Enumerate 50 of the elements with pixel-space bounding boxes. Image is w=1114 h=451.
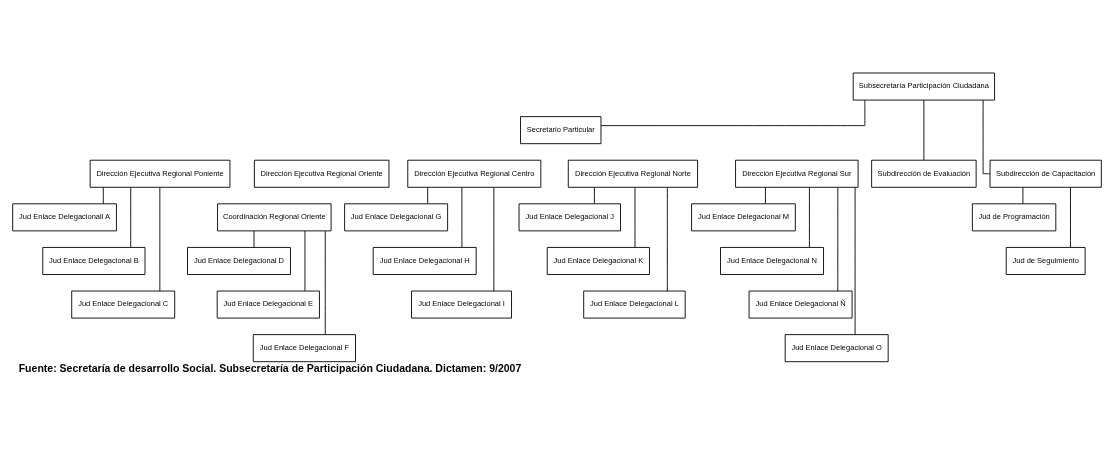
node-box: Jud Enlace Delegacional Ñ [748,290,853,319]
node-box: Dirección Ejecutiva Regional Poniente [89,159,231,188]
connector [808,186,810,248]
node-box: Dirección Ejecutiva Regional Sur [735,159,859,188]
connector [593,186,595,204]
connector [159,186,161,291]
node-box: Subdirección de Evaluación [871,159,977,188]
connector [304,230,306,291]
connector [493,186,495,291]
node-box: Jud Enlace Delegacional B [42,246,146,275]
caption: Fuente: Secretaría de desarrollo Social. Subsecretaría de Participación Ciudadana. Dictamen: 9/2007 [18,361,522,374]
node-box: Coordinación Regional Oriente [217,202,332,231]
connector [102,186,104,204]
connector [765,186,766,204]
node-box: Jud Enlace Delegacional I [411,290,512,319]
connector [324,230,326,335]
connector [634,186,636,248]
connector [253,229,255,248]
node-box: Jud de Seguimiento [1005,246,1086,275]
connector [427,186,429,204]
node-box: Jud Enlace Delegacionall A [12,202,117,231]
node-box: Jud Enlace Delegacional N [720,246,824,275]
node-box: Jud de Programación [971,202,1057,231]
node-box: Jud Enlace Delegacional C [71,290,176,319]
node-box: Dirección Ejecutiva Regional Norte [567,159,699,188]
node-box: Jud Enlace Delegacional L [583,290,686,319]
connector [461,186,463,248]
node-box: Jud Enlace Delegacional H [372,246,477,275]
connector [923,99,925,160]
connector [1070,186,1071,248]
connector [837,186,839,291]
connector [666,186,668,291]
node-box: Dirección Ejecutiva Regional Centro [407,159,542,188]
connector [1022,186,1024,204]
node-box: Jud Enlace Delegacional E [216,290,320,319]
node-box: Jud Enlace Delegacional O [784,333,889,362]
connector [600,99,866,126]
node-box: Jud Enlace Delegacional J [518,202,621,231]
node-box: Dirección Ejecutiva Regional Oriente [253,159,390,188]
connector [982,99,991,174]
node-box: Subsecretaría Participación Ciudadana [852,72,995,100]
node-box: Jud Enlace Delegacional K [546,246,650,275]
node-box: Jud Enlace Delegacional G [344,202,449,231]
node-box: Jud Enlace Delegacional F [252,333,356,362]
node-box: Jud Enlace Delegacional D [187,246,291,275]
connector [854,186,856,335]
node-box: Subdirección de Capacitación [989,159,1102,188]
connector [130,186,132,248]
node-box: Jud Enlace Delegacional M [691,202,796,231]
node-box: Secretario Particular [520,115,602,144]
